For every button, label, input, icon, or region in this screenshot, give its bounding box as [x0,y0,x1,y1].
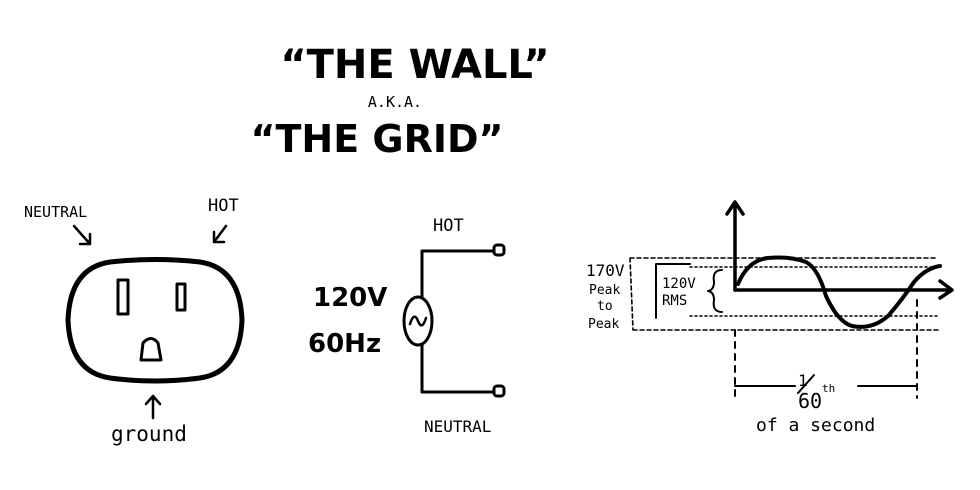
ground-slot [139,337,163,362]
ac-source: 120V 60Hz HOT NEUTRAL [308,216,506,436]
neutral-wire [420,343,496,394]
period-numerator: 1 [798,371,808,390]
wall-outlet: NEUTRAL HOT ground [24,196,245,446]
waveform-plot: 170V Peak to Peak 120V RMS 1 60 th of a … [586,200,954,436]
rms-value: 120V [662,276,696,292]
peak-to-peak-line2: to [597,299,613,314]
title-the-wall: “THE WALL” [280,42,549,88]
sine-icon [408,315,428,327]
rms-brace-icon [707,269,723,313]
outlet-hot-label: HOT [208,196,239,216]
sine-wave [736,255,942,329]
outlet-neutral-label: NEUTRAL [24,203,87,221]
rms-dotted-lines [689,266,939,317]
hot-slot [175,282,187,312]
period-fraction-slash [797,374,815,394]
title-block: “THE WALL” A.K.A. “THE GRID” [251,42,550,161]
hot-wire [420,249,496,300]
ac-source-symbol [402,295,434,347]
period-denominator: 60 [798,389,822,413]
peak-to-peak-line1: Peak [589,283,620,298]
ground-arrow-icon [144,394,162,420]
hot-arrow-icon [212,224,228,244]
period-caption: of a second [756,415,875,436]
source-neutral-label: NEUTRAL [424,417,491,436]
peak-to-peak-line3: Peak [588,317,619,332]
peak-to-peak-value: 170V [586,261,625,280]
outlet-ground-label: ground [111,422,187,446]
outlet-faceplate [65,257,245,384]
title-the-grid: “THE GRID” [251,117,504,161]
hot-terminal [492,243,506,257]
source-voltage: 120V [313,283,387,313]
source-hot-label: HOT [433,216,464,236]
rms-bracket-box [655,263,691,319]
neutral-terminal [492,384,506,398]
period-suffix: th [822,382,835,395]
rms-label: RMS [662,293,687,309]
x-axis [733,279,954,300]
neutral-slot [116,278,130,316]
y-axis [725,200,745,292]
neutral-arrow-icon [72,224,92,246]
source-frequency: 60Hz [308,329,381,359]
title-aka: A.K.A. [368,93,422,111]
